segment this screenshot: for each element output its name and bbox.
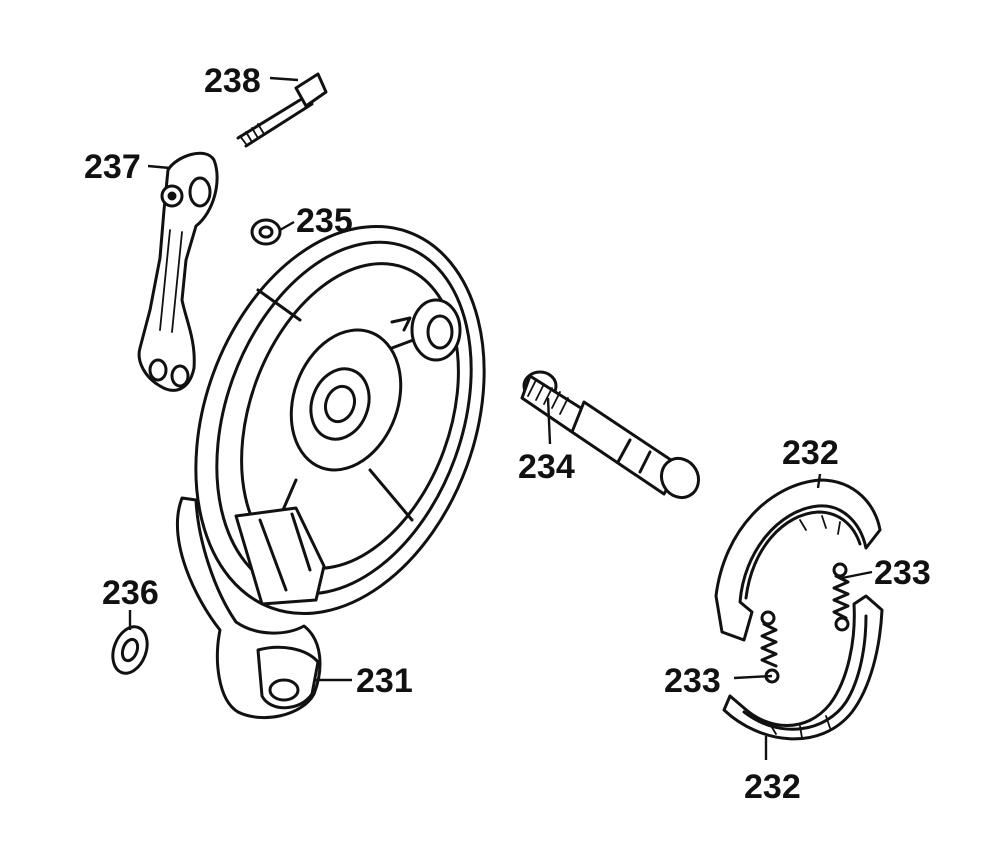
label-234: 234 [518, 448, 575, 486]
label-232-top: 232 [782, 434, 839, 472]
leader-232-top [816, 473, 822, 489]
part-237-brake-arm [137, 151, 219, 392]
part-233-spring-left [760, 610, 780, 684]
leader-233-left [733, 674, 773, 680]
part-234-cam-shaft [520, 370, 701, 500]
part-231-brake-panel [176, 224, 486, 720]
leader-233-right [841, 570, 873, 580]
part-236-washer [111, 625, 149, 675]
part-233-spring-right [832, 562, 850, 632]
leader-234 [546, 397, 552, 445]
leader-237 [147, 164, 171, 170]
leader-235 [279, 220, 295, 232]
label-233-left: 233 [664, 662, 721, 700]
label-237: 237 [84, 148, 141, 186]
part-238-bolt [236, 72, 328, 148]
label-235: 235 [296, 202, 353, 240]
label-231: 231 [356, 662, 413, 700]
part-235-washer [250, 218, 282, 246]
label-238: 238 [204, 62, 261, 100]
part-232-upper-shoe [714, 478, 882, 642]
label-232-bottom: 232 [744, 768, 801, 806]
part-232-lower-shoe [722, 594, 884, 741]
label-236: 236 [102, 574, 159, 612]
label-233-right: 233 [874, 554, 931, 592]
leader-238 [269, 76, 299, 82]
